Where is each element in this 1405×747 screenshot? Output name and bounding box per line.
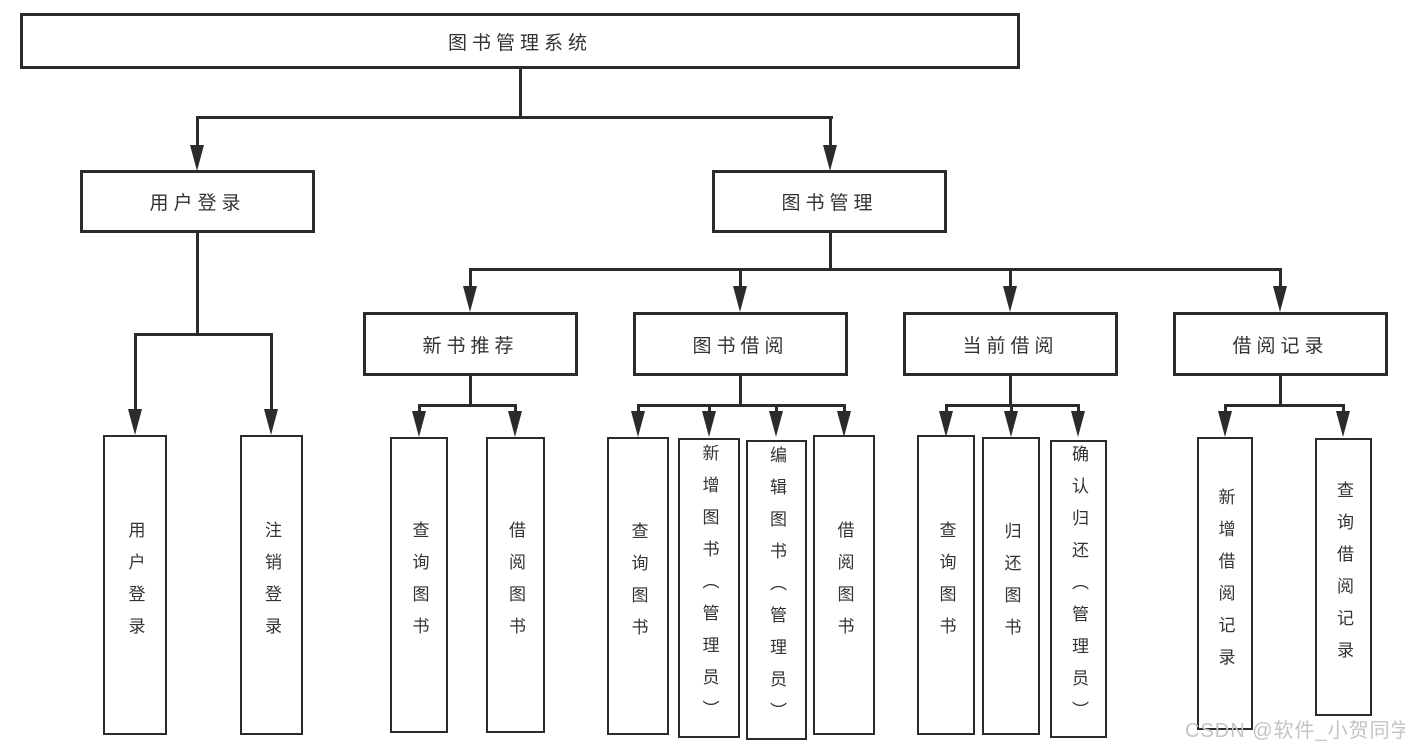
- connector-line-vertical: [195, 233, 199, 335]
- node-add-borrow-record: 新增借阅记录: [1197, 437, 1253, 730]
- arrow-down-icon: [189, 145, 204, 171]
- node-borrow-books-recommend: 借阅图书: [486, 437, 545, 733]
- arrow-down-icon: [1003, 411, 1018, 437]
- node-return-books: 归还图书: [982, 437, 1040, 735]
- node-library-management-system: 图书管理系统: [20, 13, 1020, 69]
- node-label: 新书推荐: [422, 335, 519, 357]
- arrow-down-icon: [732, 286, 747, 312]
- node-label: 归还图书: [1001, 522, 1021, 650]
- connector-line-vertical: [828, 118, 832, 147]
- node-label: 用户登录: [125, 521, 145, 649]
- node-label: 借阅记录: [1232, 335, 1329, 357]
- arrow-down-icon: [938, 411, 953, 437]
- node-query-books-borrow: 查询图书: [607, 437, 669, 735]
- node-query-borrow-record: 查询借阅记录: [1315, 438, 1372, 716]
- connector-line-vertical: [417, 406, 421, 413]
- connector-line-vertical: [518, 69, 522, 117]
- connector-line-vertical: [1278, 376, 1282, 406]
- node-label: 用户登录: [149, 193, 246, 214]
- connector-line-vertical: [774, 406, 778, 413]
- connector-line-vertical: [1341, 406, 1345, 413]
- node-label: 新增图书（管理员）: [699, 444, 719, 732]
- connector-line-horizontal: [468, 268, 1282, 271]
- connector-line-vertical: [1008, 270, 1012, 288]
- node-label: 图书管理系统: [447, 32, 592, 54]
- connector-line-vertical: [738, 270, 742, 288]
- connector-line-horizontal: [195, 116, 833, 119]
- connector-line-vertical: [513, 406, 517, 413]
- connector-line-horizontal: [1223, 404, 1345, 407]
- node-label: 借阅图书: [506, 521, 525, 649]
- node-label: 查询借阅记录: [1334, 481, 1353, 673]
- node-current-borrow: 当前借阅: [903, 312, 1118, 376]
- connector-line-vertical: [707, 406, 711, 413]
- node-label: 当前借阅: [962, 335, 1059, 357]
- arrow-down-icon: [127, 409, 142, 435]
- node-label: 图书管理: [781, 193, 878, 214]
- node-logout-leaf: 注销登录: [240, 435, 303, 735]
- arrow-down-icon: [1272, 286, 1287, 312]
- arrow-down-icon: [836, 411, 851, 437]
- arrow-down-icon: [411, 411, 426, 437]
- arrow-down-icon: [701, 411, 716, 437]
- arrow-down-icon: [768, 411, 783, 437]
- connector-line-vertical: [1009, 406, 1013, 413]
- connector-line-vertical: [269, 335, 273, 411]
- node-borrow-books-leaf: 借阅图书: [813, 435, 875, 735]
- node-borrow-records: 借阅记录: [1173, 312, 1388, 376]
- arrow-down-icon: [822, 145, 837, 171]
- connector-line-vertical: [133, 335, 137, 411]
- connector-line-vertical: [1076, 406, 1080, 413]
- node-book-management: 图书管理: [712, 170, 947, 233]
- node-user-login-leaf: 用户登录: [103, 435, 167, 735]
- arrow-down-icon: [1002, 286, 1017, 312]
- node-label: 注销登录: [262, 521, 281, 649]
- arrow-down-icon: [1217, 411, 1232, 437]
- node-confirm-return-admin: 确认归还（管理员）: [1050, 440, 1107, 738]
- arrow-down-icon: [1070, 411, 1085, 437]
- connector-line-horizontal: [636, 404, 846, 407]
- node-label: 图书借阅: [692, 335, 789, 357]
- node-query-books-current: 查询图书: [917, 435, 975, 735]
- connector-line-vertical: [195, 118, 199, 147]
- connector-line-horizontal: [944, 404, 1080, 407]
- node-label: 查询图书: [628, 522, 648, 650]
- node-book-borrow: 图书借阅: [633, 312, 848, 376]
- connector-line-vertical: [828, 233, 832, 270]
- node-query-books-recommend: 查询图书: [390, 437, 448, 733]
- node-edit-book-admin: 编辑图书（管理员）: [746, 440, 807, 740]
- connector-line-vertical: [1008, 376, 1012, 406]
- node-label: 查询图书: [409, 521, 429, 649]
- connector-line-vertical: [944, 406, 948, 413]
- connector-line-vertical: [842, 406, 846, 413]
- arrow-down-icon: [1335, 411, 1350, 437]
- arrow-down-icon: [462, 286, 477, 312]
- node-label: 查询图书: [936, 521, 956, 649]
- arrow-down-icon: [507, 411, 522, 437]
- node-label: 编辑图书（管理员）: [767, 446, 786, 734]
- connector-line-vertical: [738, 376, 742, 406]
- connector-line-vertical: [1223, 406, 1227, 413]
- node-user-login: 用户登录: [80, 170, 315, 233]
- connector-line-vertical: [468, 376, 472, 406]
- node-add-book-admin: 新增图书（管理员）: [678, 438, 740, 738]
- arrow-down-icon: [630, 411, 645, 437]
- arrow-down-icon: [263, 409, 278, 435]
- connector-line-horizontal: [417, 404, 517, 407]
- node-label: 借阅图书: [834, 521, 854, 649]
- connector-line-vertical: [636, 406, 640, 413]
- connector-line-horizontal: [133, 333, 273, 336]
- node-label: 新增借阅记录: [1215, 487, 1235, 680]
- csdn-watermark: CSDN @软件_小贺同学: [1185, 720, 1405, 742]
- node-label: 确认归还（管理员）: [1069, 445, 1088, 733]
- connector-line-vertical: [1278, 270, 1282, 288]
- node-new-book-recommend: 新书推荐: [363, 312, 578, 376]
- connector-line-vertical: [468, 270, 472, 288]
